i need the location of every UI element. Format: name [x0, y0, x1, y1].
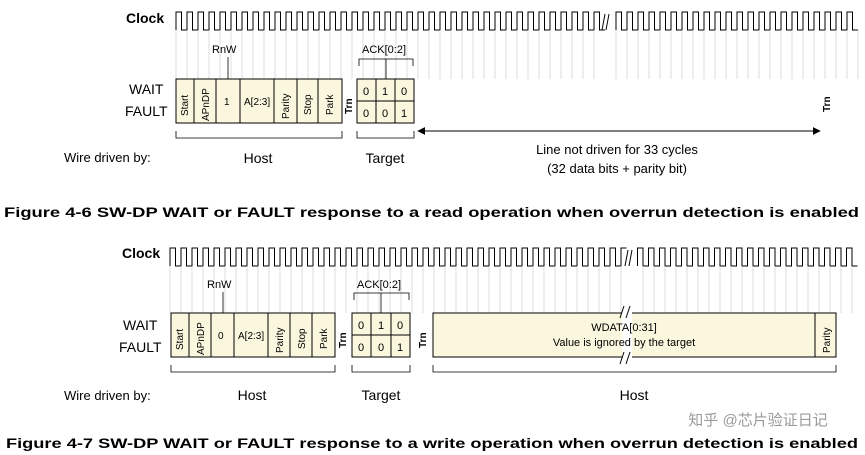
wdata-note: Value is ignored by the target — [553, 337, 695, 349]
host2-bracket — [432, 365, 837, 373]
rnw-label: RnW — [207, 279, 232, 291]
field-stop: Stop — [297, 328, 308, 349]
field-start: Start — [180, 95, 191, 116]
ack-cell: 0 — [363, 108, 369, 120]
wire-driven-label: Wire driven by: — [64, 150, 151, 165]
ack-table: 0 1 0 0 0 1 — [356, 78, 415, 124]
data-parity-label: Parity — [822, 327, 833, 353]
figure-caption: Figure 4-7 SW-DP WAIT or FAULT response … — [6, 435, 858, 451]
field-stop: Stop — [303, 94, 314, 115]
ack-cell: 0 — [378, 342, 384, 354]
end-trn-label: Trn — [822, 96, 833, 112]
field-address: A[2:3] — [238, 331, 264, 342]
host2-label: Host — [620, 387, 649, 403]
field-parity: Parity — [281, 93, 292, 119]
ack-cell: 1 — [397, 342, 403, 354]
host-label: Host — [244, 150, 273, 166]
target-label: Target — [362, 387, 401, 403]
target-bracket — [351, 365, 411, 373]
field-park: Park — [325, 93, 336, 115]
field-rnw-value: 0 — [218, 331, 224, 342]
clock-break-mark — [624, 249, 633, 267]
clock-waveform — [175, 11, 858, 31]
figure-4-7: Clock RnW WAIT FAULT Start APnDP 0 A[2:3… — [6, 245, 858, 451]
target-label: Target — [366, 150, 405, 166]
wait-label: WAIT — [123, 317, 158, 333]
figure-caption: Figure 4-6 SW-DP WAIT or FAULT response … — [4, 204, 859, 220]
host-bracket — [170, 365, 336, 373]
field-apndp: APnDP — [201, 88, 212, 121]
note-line-2: (32 data bits + parity bit) — [547, 161, 687, 176]
wdata-packet: WDATA[0:31] Value is ignored by the targ… — [432, 305, 837, 365]
cycle-gridlines — [175, 30, 859, 79]
host-bracket — [175, 131, 343, 139]
ack-table: 0 1 0 0 0 1 — [351, 312, 411, 358]
ack-cell: 1 — [382, 86, 388, 98]
wire-driven-label: Wire driven by: — [64, 388, 151, 403]
wdata-label: WDATA[0:31] — [591, 322, 657, 334]
clock-label: Clock — [126, 10, 164, 26]
host-label: Host — [238, 387, 267, 403]
field-parity: Parity — [275, 327, 286, 353]
field-address: A[2:3] — [244, 97, 270, 108]
ack-cell: 0 — [363, 86, 369, 98]
cycle-gridlines — [169, 266, 853, 313]
ack-cell: 0 — [358, 320, 364, 332]
clock-waveform — [169, 247, 858, 267]
fault-label: FAULT — [125, 103, 168, 119]
watermark: 知乎 @芯片验证日记 — [688, 412, 827, 429]
fault-label: FAULT — [119, 339, 162, 355]
ack-cell: 0 — [401, 86, 407, 98]
figure-4-6: Clock RnW WAIT FAULT Start APnDP 1 A[2:3… — [4, 10, 859, 220]
ack-cell: 0 — [358, 342, 364, 354]
ack-cell: 0 — [382, 108, 388, 120]
ack-label: ACK[0:2] — [362, 44, 406, 56]
ack-cell: 1 — [401, 108, 407, 120]
field-apndp: APnDP — [196, 322, 207, 355]
field-park: Park — [319, 327, 330, 349]
clock-label: Clock — [122, 245, 160, 261]
second-trn-label: Trn — [418, 332, 429, 348]
note-line-1: Line not driven for 33 cycles — [536, 142, 698, 157]
rnw-label: RnW — [212, 44, 237, 56]
ack-label: ACK[0:2] — [357, 279, 401, 291]
field-rnw-value: 1 — [224, 97, 230, 108]
request-packet: Start APnDP 1 A[2:3] Parity Stop Park — [175, 78, 343, 124]
ack-cell: 1 — [378, 320, 384, 332]
wait-label: WAIT — [129, 81, 164, 97]
trn-label: Trn — [344, 98, 355, 114]
clock-break-mark — [601, 13, 610, 31]
ack-bracket — [353, 292, 410, 300]
trn-label: Trn — [338, 332, 349, 348]
target-bracket — [356, 131, 415, 139]
field-start: Start — [175, 329, 186, 350]
request-packet: Start APnDP 0 A[2:3] Parity Stop Park — [170, 312, 336, 358]
ack-cell: 0 — [397, 320, 403, 332]
